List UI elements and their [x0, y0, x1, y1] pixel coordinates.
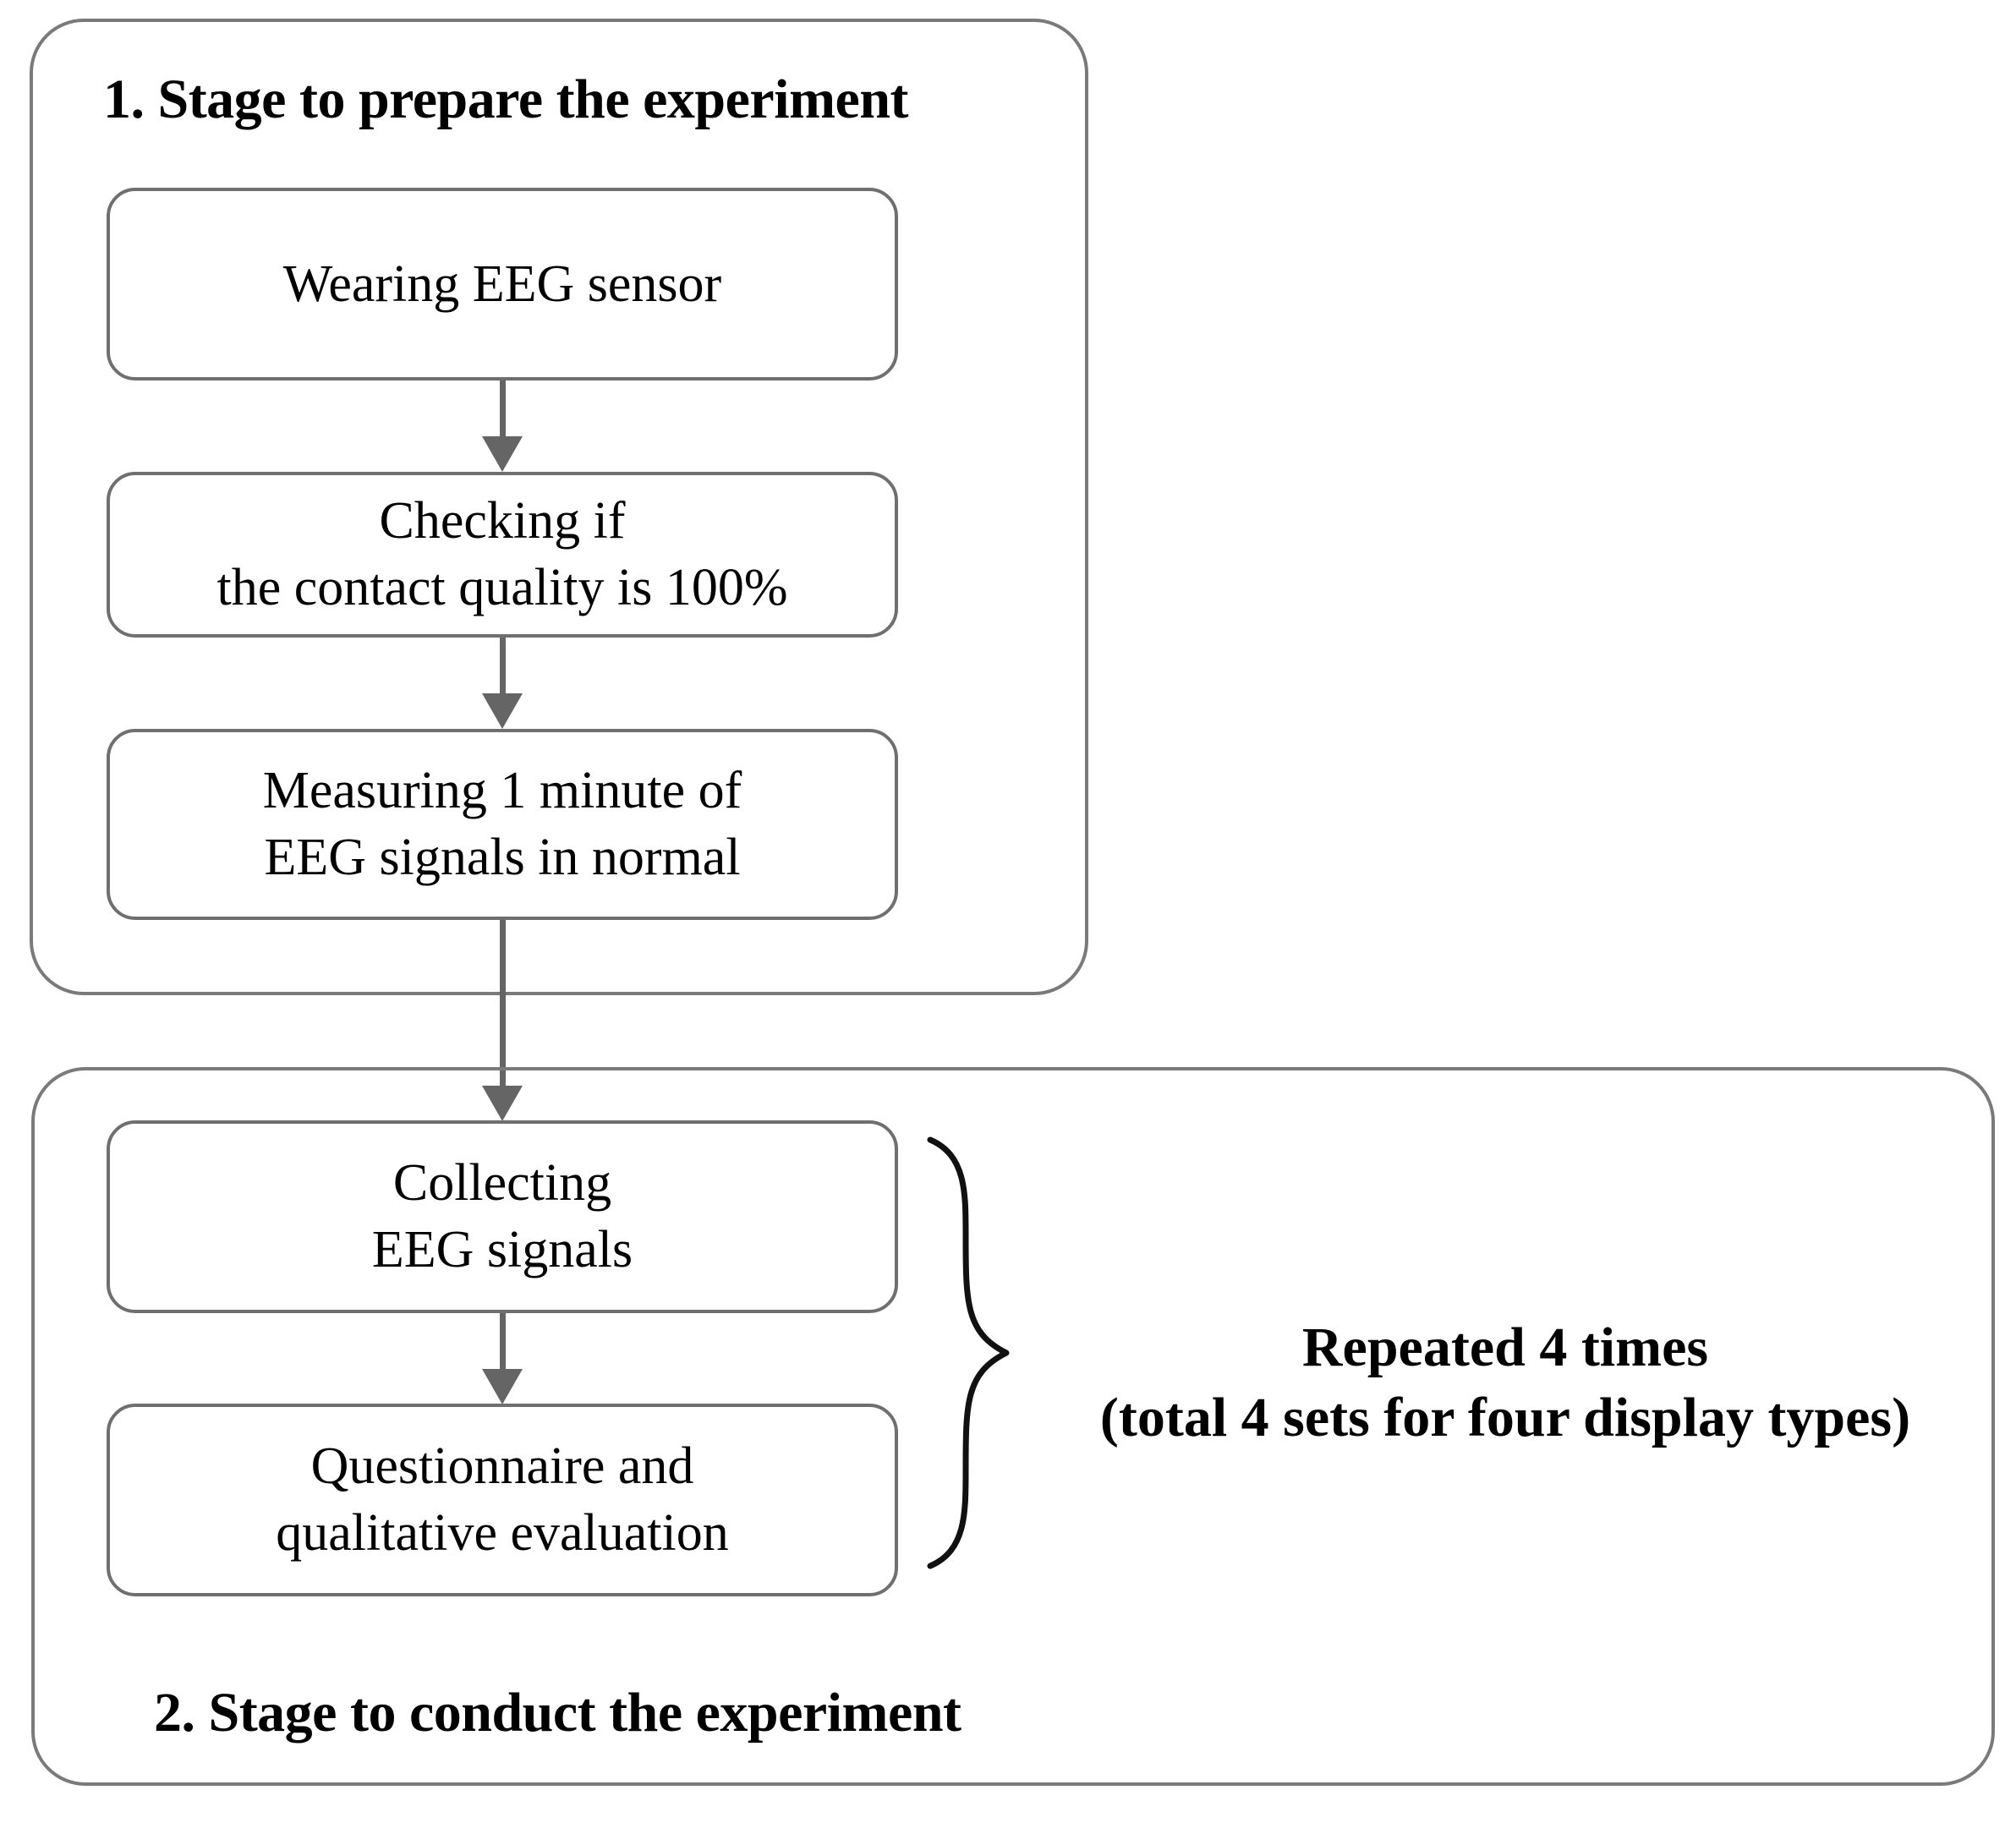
arrow-head [482, 1086, 523, 1121]
step-box-contact-quality: Checking if the contact quality is 100% [107, 472, 898, 638]
arrow-wearing-to-contact [482, 380, 523, 474]
step-line: EEG signals in normal [264, 829, 741, 886]
repeat-annotation-line-1: Repeated 4 times [1301, 1317, 1709, 1378]
arrow-shaft [500, 638, 506, 695]
step-line: the contact quality is 100% [216, 559, 788, 616]
stage-1-heading: 1. Stage to prepare the experiment [103, 68, 909, 130]
stage-2-heading: 2. Stage to conduct the experiment (1 se… [100, 1611, 961, 1823]
step-line: Wearing EEG sensor [282, 255, 722, 313]
stage-1-container [30, 19, 1088, 995]
arrow-shaft [500, 380, 506, 438]
step-line: Questionnaire and [310, 1437, 694, 1496]
step-box-wearing-sensor: Wearing EEG sensor [107, 188, 898, 380]
arrow-shaft [500, 920, 506, 1087]
stage-2-container [31, 1067, 1995, 1786]
step-line: Checking if [379, 492, 626, 550]
step-line: EEG signals [371, 1221, 633, 1278]
step-box-questionnaire: Questionnaire and qualitative evaluation [107, 1404, 898, 1596]
arrow-head [482, 1369, 523, 1404]
repeat-annotation: Repeated 4 times (total 4 sets for four … [1027, 1312, 1983, 1453]
repeat-annotation-line-2: (total 4 sets for four display types) [1099, 1387, 1911, 1449]
stage-2-heading-line-1: 2. Stage to conduct the experiment [154, 1681, 961, 1744]
arrow-shaft [500, 1313, 506, 1371]
arrow-contact-to-measure [482, 638, 523, 731]
step-line: qualitative evaluation [276, 1504, 729, 1562]
step-box-measure-baseline: Measuring 1 minute of EEG signals in nor… [107, 729, 898, 920]
curly-brace-icon [922, 1133, 1015, 1573]
step-line: Measuring 1 minute of [262, 762, 742, 820]
arrow-head [482, 436, 523, 472]
arrow-collect-to-questionnaire [482, 1313, 523, 1406]
step-line: Collecting [392, 1154, 612, 1213]
arrow-measure-to-collect [482, 920, 523, 1123]
arrow-head [482, 693, 523, 729]
step-box-collect-eeg: Collecting EEG signals [107, 1120, 898, 1313]
stage-2-heading-line-2: (1 set for one display type) [176, 1815, 961, 1823]
